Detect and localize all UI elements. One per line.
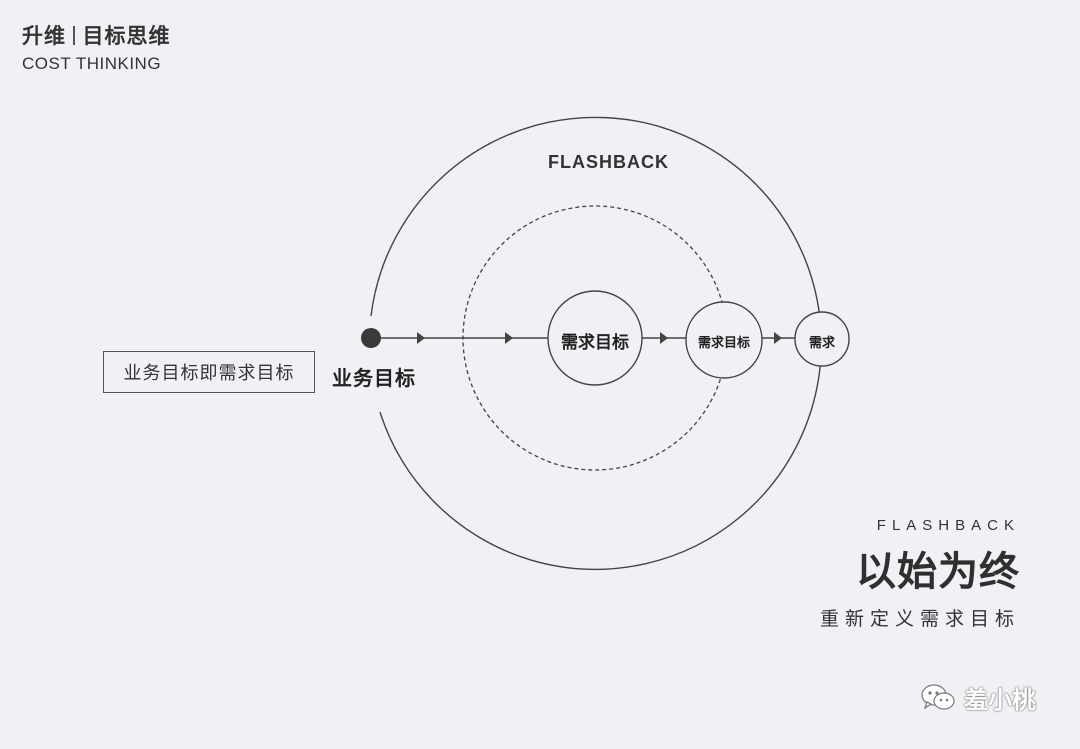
watermark-text: 羞小桃 bbox=[964, 686, 1036, 714]
start-node-label: 业务目标 bbox=[332, 366, 416, 390]
title-divider bbox=[73, 26, 75, 45]
wechat-icon bbox=[921, 683, 955, 710]
note-box: 业务目标即需求目标 bbox=[103, 351, 315, 393]
corner-title: 以始为终 bbox=[856, 549, 1020, 595]
outer-node-label: 需求 bbox=[808, 336, 835, 351]
arrow-1 bbox=[417, 332, 425, 344]
corner-subtitle: 重新定义需求目标 bbox=[819, 608, 1020, 630]
arrow-4 bbox=[774, 332, 782, 344]
core-node-label: 需求目标 bbox=[561, 333, 629, 353]
page-title-right: 目标思维 bbox=[82, 24, 171, 48]
page-subtitle: COST THINKING bbox=[22, 54, 162, 73]
ring-label: FLASHBACK bbox=[548, 152, 669, 172]
corner-english-label: FLASHBACK bbox=[876, 517, 1020, 534]
watermark: 羞小桃 bbox=[920, 680, 1036, 715]
arrow-2 bbox=[505, 332, 513, 344]
mid-node-circle bbox=[685, 301, 763, 379]
page-title-left: 升维 bbox=[22, 24, 66, 48]
mid-node-label: 需求目标 bbox=[697, 336, 750, 351]
page-title: 升维目标思维 bbox=[22, 20, 171, 50]
start-dot bbox=[361, 328, 381, 348]
outer-node-circle bbox=[794, 311, 850, 367]
arrow-3 bbox=[660, 332, 668, 344]
